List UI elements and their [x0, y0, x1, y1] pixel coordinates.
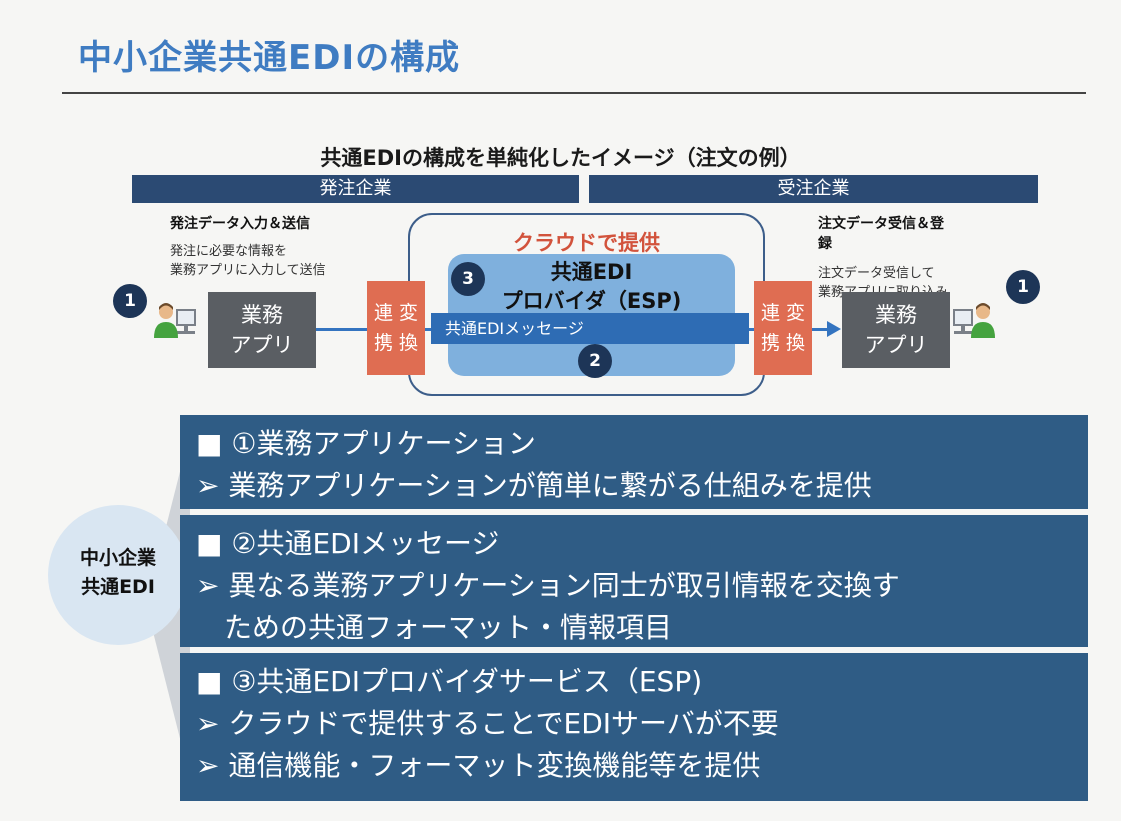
summary-circle-line2: 共通EDI — [81, 576, 155, 598]
number-badge-1-right: 1 — [1006, 270, 1040, 304]
left-desc-2: 業務アプリに入力して送信 — [170, 263, 326, 278]
app-left-line1: 業務 — [241, 303, 283, 327]
right-heading-2: 録 — [818, 236, 832, 252]
number-badge-1-left: 1 — [113, 284, 147, 318]
number-badge-3: 3 — [451, 262, 485, 296]
right-heading-1: 注文データ受信＆登 — [818, 216, 944, 232]
number-badge-2: 2 — [578, 344, 612, 378]
info-box-esp: ■ ③共通EDIプロバイダサービス（ESP) ➢ クラウドで提供することでEDI… — [180, 653, 1088, 801]
flow-line-left — [316, 328, 368, 331]
arrowhead-icon — [827, 321, 841, 337]
right-desc-1: 注文データ受信して — [818, 266, 935, 281]
info-box-title: ■ ②共通EDIメッセージ — [196, 527, 500, 560]
app-right-line1: 業務 — [875, 303, 917, 327]
band-receiving-company: 受注企業 — [589, 175, 1038, 203]
esp-label: 共通EDI プロバイダ（ESP) — [448, 258, 735, 316]
page-title: 中小企業共通EDIの構成 — [78, 38, 461, 78]
cloud-label: クラウドで提供 — [513, 231, 660, 255]
info-box-line: ➢ 業務アプリケーションが簡単に繋がる仕組みを提供 — [196, 469, 872, 502]
converter-left-line1: 連 変 — [373, 302, 419, 324]
info-box-title: ■ ①業務アプリケーション — [196, 427, 536, 460]
flow-line-mid-right — [749, 328, 755, 331]
converter-box-left: 連 変 携 換 — [367, 281, 425, 375]
info-box-line: ための共通フォーマット・情報項目 — [224, 611, 673, 644]
converter-box-right: 連 変 携 換 — [754, 281, 812, 375]
info-box-line: ➢ 通信機能・フォーマット変換機能等を提供 — [196, 749, 761, 782]
flow-line-mid-left — [425, 328, 433, 331]
person-computer-icon — [154, 303, 196, 338]
app-left-line2: アプリ — [230, 333, 294, 357]
info-box-business-app: ■ ①業務アプリケーション ➢ 業務アプリケーションが簡単に繋がる仕組みを提供 — [180, 415, 1088, 509]
info-box-title: ■ ③共通EDIプロバイダサービス（ESP) — [196, 665, 703, 698]
info-box-edi-message: ■ ②共通EDIメッセージ ➢ 異なる業務アプリケーション同士が取引情報を交換す… — [180, 515, 1088, 647]
band-ordering-company: 発注企業 — [132, 175, 579, 203]
esp-label-line2: プロバイダ（ESP) — [501, 289, 682, 313]
left-heading: 発注データ入力＆送信 — [170, 216, 310, 232]
diagram-title: 共通EDIの構成を単純化したイメージ（注文の例） — [320, 146, 801, 170]
app-right-line2: アプリ — [864, 333, 928, 357]
converter-right-line1: 連 変 — [760, 302, 806, 324]
info-box-line: ➢ 異なる業務アプリケーション同士が取引情報を交換す — [196, 569, 900, 602]
converter-right-line2: 携 換 — [760, 332, 806, 354]
flow-line-right — [812, 328, 830, 331]
left-desc-1: 発注に必要な情報を — [170, 244, 288, 259]
summary-circle-line1: 中小企業 — [79, 547, 156, 569]
app-box-right: 業務 アプリ — [842, 292, 950, 368]
converter-left-line2: 携 換 — [373, 332, 419, 354]
title-divider — [62, 92, 1086, 94]
info-box-line: ➢ クラウドで提供することでEDIサーバが不要 — [196, 707, 779, 740]
person-computer-icon — [953, 303, 995, 338]
app-box-left: 業務 アプリ — [208, 292, 316, 368]
edi-message-bar: 共通EDIメッセージ — [431, 313, 749, 344]
summary-circle: 中小企業 共通EDI — [48, 505, 188, 645]
esp-label-line1: 共通EDI — [550, 260, 633, 284]
